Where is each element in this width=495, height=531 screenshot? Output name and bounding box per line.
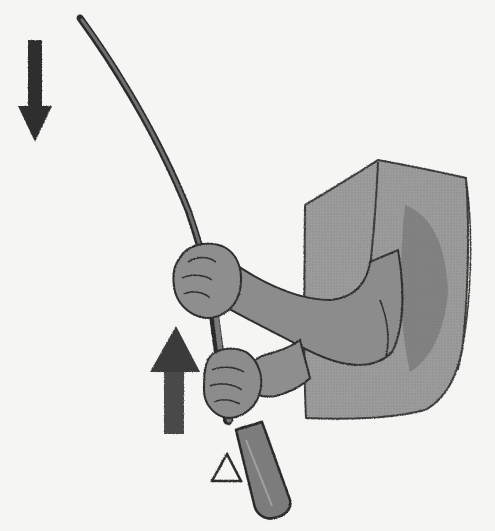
arrow-down-icon <box>18 40 52 142</box>
rod-handle <box>236 422 290 518</box>
triangle-outline-icon <box>212 454 241 481</box>
arrow-up-icon <box>150 326 200 434</box>
rod <box>80 18 229 420</box>
bottom-hand <box>204 349 261 418</box>
top-hand <box>173 244 241 318</box>
